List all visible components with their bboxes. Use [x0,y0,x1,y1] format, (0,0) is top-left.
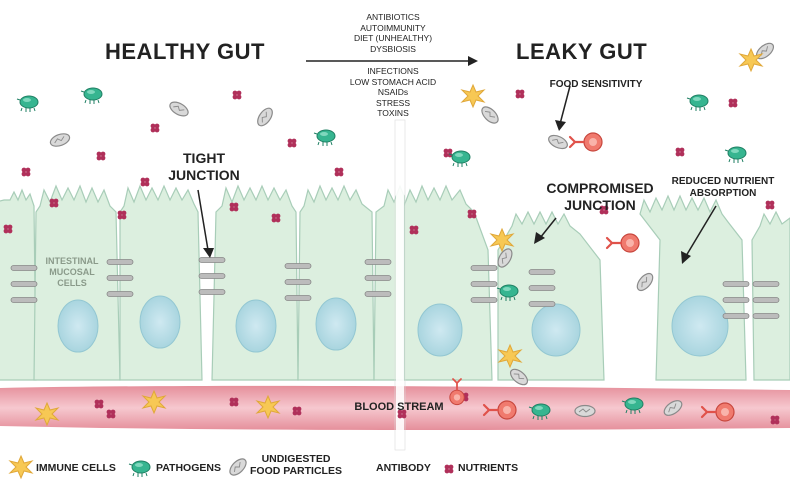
pointer-arrows [197,85,717,264]
label-line: UNDIGESTED [261,453,331,465]
cause-item: LOW STOMACH ACID [349,76,437,87]
blood-stream-label: BLOOD STREAM [354,401,444,413]
mucosal-cells-label: INTESTINAL MUCOSAL CELLS [44,256,100,289]
label-line: REDUCED NUTRIENT [671,176,775,187]
legend-antibody: ANTIBODY [376,462,431,474]
reduced-absorption-label: REDUCED NUTRIENT ABSORPTION [668,176,778,200]
leaky-nuclei [417,295,729,357]
separator-outline [394,119,406,451]
cause-item: DIET (UNHEALTHY) [353,33,433,43]
legend-pathogens: PATHOGENS [156,462,221,474]
separator [396,120,404,450]
legend-immune-cells: IMMUNE CELLS [36,462,116,474]
cause-item: AUTOIMMUNITY [360,22,426,33]
cause-item: NSAIDs [377,87,409,97]
cause-item: DYSBIOSIS [370,43,416,54]
tight-junction-label: TIGHT JUNCTION [164,150,244,184]
title-leaky-gut: LEAKY GUT [516,39,648,64]
food-sensitivity-label: FOOD SENSITIVITY [549,79,643,90]
main-arrow [306,56,478,66]
legend-nutrients: NUTRIENTS [458,462,519,474]
label-line: MUCOSAL [49,267,95,277]
label-line: COMPROMISED [546,180,654,196]
legend-food-particles: UNDIGESTED FOOD PARTICLES [250,453,342,477]
label-line: INTESTINAL [45,256,99,266]
compromised-junction-label: COMPROMISED JUNCTION [535,180,665,214]
label-line: TIGHT [183,150,225,166]
cause-item: ANTIBIOTICS [366,12,420,22]
cause-item: TOXINS [377,108,409,118]
causes-list: ANTIBIOTICS AUTOIMMUNITY DIET (UNHEALTHY… [338,12,448,119]
cause-item: STRESS [375,97,410,108]
label-line: JUNCTION [168,167,240,183]
cause-item: INFECTIONS [367,66,419,76]
label-line: CELLS [57,278,87,288]
label-line: ABSORPTION [689,188,757,199]
healthy-nuclei [57,295,357,353]
title-healthy-gut: HEALTHY GUT [105,39,265,64]
label-line: FOOD PARTICLES [250,465,342,477]
label-line: JUNCTION [564,197,636,213]
